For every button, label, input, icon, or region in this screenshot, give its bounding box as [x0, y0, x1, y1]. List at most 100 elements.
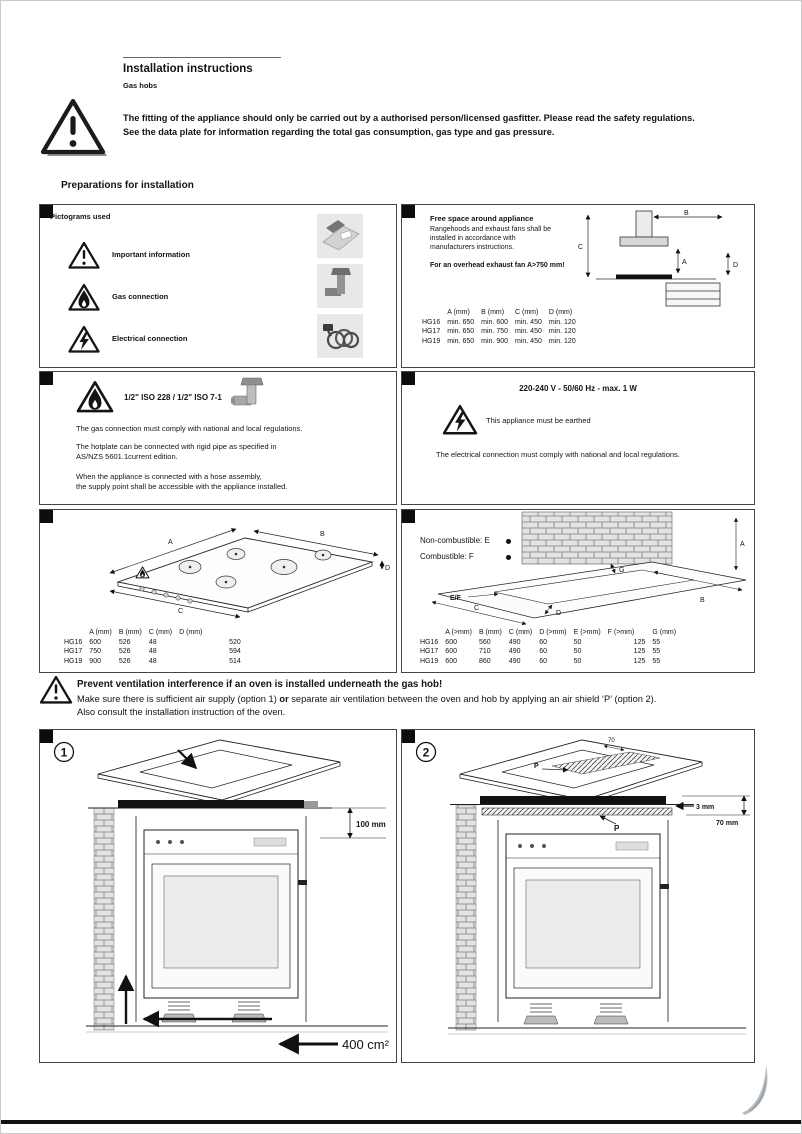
table-cell: min. 120 [548, 318, 576, 326]
electrical-connection-triangle-icon [68, 325, 100, 354]
oven-drawing [143, 829, 307, 999]
table-cell: 48 [148, 648, 157, 655]
table-cell: 514 [229, 657, 241, 665]
table-cell: 60 [539, 648, 548, 655]
table-cell: 490 [508, 638, 521, 646]
shield-label-top: P [534, 763, 539, 770]
pictogram-label-electrical: Electrical connection [112, 334, 188, 343]
table-cell [420, 628, 445, 638]
option2-iso-top: 70 P [459, 738, 703, 805]
gas-paragraph-3: When the appliance is connected with a h… [76, 472, 287, 492]
table-cell: B (mm) [478, 629, 502, 636]
adjustable-feet [523, 1003, 629, 1025]
table-cell: 48 [148, 638, 157, 646]
option2-front-view: P 3 mm 70 mm [448, 795, 750, 1035]
paragraph-line: When the appliance is connected with a h… [76, 472, 262, 481]
table-cell: min. 650 [447, 328, 475, 335]
table-cell: C (mm) [148, 629, 173, 636]
table-cell: HG17 [420, 648, 439, 655]
table-cell: D (mm) [548, 309, 573, 316]
table-cell: HG19 [64, 657, 83, 665]
option1-front-view: 100 mm [86, 800, 390, 1055]
dim-label-100mm: 100 mm [356, 820, 386, 829]
overhead-fan-note: For an overhead exhaust fan A>750 mm! [430, 262, 565, 269]
electrical-body: The electrical connection must comply wi… [436, 450, 680, 459]
table-cell [64, 628, 89, 638]
ventilation-warning-title: Prevent ventilation interference if an o… [77, 679, 443, 690]
non-combustible-dot [506, 539, 511, 544]
option1-iso-top [97, 739, 341, 805]
table-cell: 50 [573, 657, 582, 665]
table-cell: 48 [148, 657, 157, 665]
corner-marker [40, 372, 53, 385]
dim-label-ef: E/F [450, 595, 462, 602]
table-cell: 55 [652, 657, 661, 665]
air-shield-front [481, 807, 673, 816]
corner-marker [402, 372, 415, 385]
exclamation-dot [69, 140, 77, 147]
section-heading: Preparations for installation [61, 180, 194, 191]
pictograms-box: Pictograms used Important information Ga… [39, 204, 397, 368]
free-space-title: Free space around appliance [430, 214, 534, 223]
corner-marker [402, 205, 415, 218]
table-cell: min. 900 [481, 337, 509, 345]
pictograms-box-title: Pictograms used [50, 212, 111, 221]
gas-connection-box: 1/2" ISO 228 / 1/2" ISO 7-1 The gas conn… [39, 371, 397, 505]
dim-label-d: D [385, 565, 390, 572]
table-header-row: A (mm)B (mm)C (mm)D (mm) [64, 628, 248, 638]
gas-elbow-fitting-photo [231, 377, 264, 406]
exclamation-bar [70, 116, 76, 135]
table-header-row: A (>mm)B (mm)C (mm)D (>mm)E (>mm)F (>mm)… [420, 628, 683, 638]
table-cell: 560 [478, 638, 491, 646]
electrical-spec-title: 220-240 V - 50/60 Hz - max. 1 W [519, 384, 637, 393]
earthed-note: This appliance must be earthed [486, 416, 591, 425]
ventilation-warning-line1: Make sure there is sufficient air supply… [77, 694, 656, 704]
paragraph-line: the supply point shall be accessible wit… [76, 482, 288, 491]
ventilation-warning-line2: Also consult the installation instructio… [77, 707, 286, 717]
body-line: installed in accordance with [430, 235, 516, 242]
option-number-circle [53, 741, 75, 763]
table-cell: HG16 [422, 318, 441, 326]
dim-label-d: D [733, 262, 738, 269]
table-cell: HG16 [64, 638, 83, 646]
oven-handle [660, 884, 669, 889]
corner-marker [402, 510, 415, 523]
table-header-row: A (mm) B (mm) C (mm) D (mm) [422, 308, 583, 318]
table-cell: 520 [229, 638, 241, 646]
body-bold: or [279, 694, 289, 704]
table-cell: B (mm) [481, 309, 505, 316]
dim-label-c: C [178, 608, 183, 615]
safety-note-line2: See the data plate for information regar… [123, 126, 555, 137]
table-cell: A (mm) [447, 309, 470, 316]
body-pre: Make sure there is sufficient air supply… [77, 694, 280, 704]
dim-label-c: C [578, 244, 583, 251]
table-cell: 125 [633, 638, 646, 646]
dim-label-c: C [474, 605, 479, 612]
table-cell [422, 308, 447, 318]
corner-marker [40, 510, 53, 523]
table-cell: 600 [445, 648, 457, 655]
free-space-box: Free space around appliance Rangehoods a… [401, 204, 755, 368]
table-cell: HG17 [64, 648, 83, 655]
paragraph-line: AS/NZS 5601.1current edition. [76, 452, 178, 461]
title-rule [123, 57, 281, 58]
gas-connection-triangle-icon [68, 283, 100, 312]
packaging-photo [317, 214, 363, 258]
table-cell: 55 [652, 638, 661, 646]
gas-paragraph-2: The hotplate can be connected with rigid… [76, 442, 277, 462]
table-cell: HG16 [420, 638, 439, 646]
important-information-triangle-icon [68, 241, 100, 270]
option1-number: 1 [61, 746, 68, 760]
option2-number: 2 [423, 746, 430, 760]
table-cell: C (mm) [508, 629, 533, 636]
table-cell: 55 [652, 648, 661, 655]
table-cell: C (mm) [515, 309, 539, 316]
pictogram-label-gas: Gas connection [112, 292, 169, 301]
dim-label-70: 70 [608, 738, 615, 744]
option-number-circle [415, 741, 437, 763]
table-cell: min. 120 [548, 337, 576, 345]
